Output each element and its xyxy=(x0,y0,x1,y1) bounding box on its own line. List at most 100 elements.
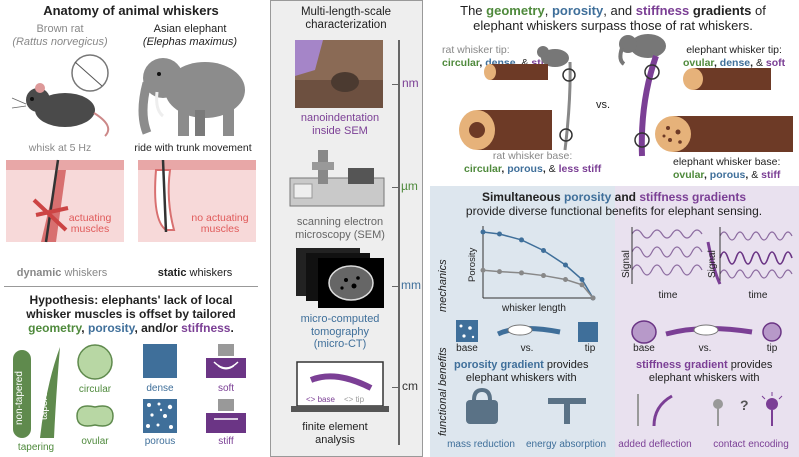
chart-xlabel: whisker length xyxy=(502,303,566,314)
stiffness-gradient-word: stiffness gradient xyxy=(636,359,728,371)
hyp-stiffness: stiffness xyxy=(181,321,231,336)
elephant-base-label: elephant whisker base: ovular, porous, &… xyxy=(673,156,780,181)
micro-ct-label-1: micro-computed xyxy=(300,313,380,325)
ele-tip-sep2: , xyxy=(750,56,754,69)
energy-absorption-icon xyxy=(548,398,586,424)
rat-base-sep1: , xyxy=(501,162,505,175)
rat-bottom-1: dynamic xyxy=(16,267,62,279)
ele-tip-amp: & xyxy=(755,56,763,69)
rb-and: and xyxy=(614,190,636,204)
middle-title-1: Multi-length-scale xyxy=(300,6,392,18)
hypothesis-line-1: Hypothesis: elephants' lack of local xyxy=(29,293,233,307)
rat-muscle-label-2: muscles xyxy=(70,223,110,236)
scale-nm: nm xyxy=(402,76,419,90)
stiffness-benefit-text: stiffness gradient provides elephant whi… xyxy=(636,359,772,385)
rat-tip-w1: circular xyxy=(442,56,480,69)
sem-label-2: microscopy (SEM) xyxy=(295,228,385,241)
rat-base-w2: porous xyxy=(507,162,543,175)
legend-tapered: tapered xyxy=(39,386,50,420)
elephant-skin-section xyxy=(138,159,256,242)
rat-base-heading: rat whisker base: xyxy=(492,150,573,162)
hyp-porosity: porosity xyxy=(87,321,135,336)
ele-tip-sep1: , xyxy=(713,56,717,69)
legend-ovular: ovular xyxy=(81,436,109,447)
tapering-shapes xyxy=(13,347,60,438)
legend-tapering: tapering xyxy=(17,442,55,453)
porosity-chart xyxy=(480,226,596,301)
rat-whisker-base-cylinder xyxy=(459,110,552,150)
ele-base-sep2: , xyxy=(745,168,749,181)
vs-label-top: vs. xyxy=(596,99,611,111)
chart-point-s2-4 xyxy=(541,273,546,279)
ovular-shape xyxy=(76,405,114,427)
right-bottom-title-line-2: provide diverse functional benefits for … xyxy=(465,204,763,219)
fea-laptop-illustration xyxy=(291,361,389,412)
fea-label: finite element analysis xyxy=(302,421,367,446)
stiffness-base-label: base xyxy=(633,343,655,354)
hypothesis-text: Hypothesis: elephants' lack of local whi… xyxy=(26,293,235,335)
elephant-muscle-label-2: muscles xyxy=(200,223,240,236)
middle-title: Multi-length-scale characterization xyxy=(301,6,391,32)
chart-series-line-1 xyxy=(482,231,594,299)
ele-base-sep1: , xyxy=(703,168,707,181)
circular-shape xyxy=(77,344,113,380)
chart-point-s1-3 xyxy=(519,237,524,243)
rat-tip-amp: & xyxy=(521,56,529,69)
legend-porous: porous xyxy=(144,436,176,447)
middle-title-2: characterization xyxy=(305,19,387,32)
elephant-illustration xyxy=(138,58,245,136)
mass-reduction-icon xyxy=(466,387,498,424)
dense-square xyxy=(143,344,177,378)
elephant-whisker-tip-cylinder xyxy=(683,68,771,90)
elephant-bottom-2: whiskers xyxy=(189,267,233,279)
porosity-whiskers-with: elephant whiskers with xyxy=(465,371,577,384)
rat-base-sep2: , xyxy=(542,162,546,175)
contact-encoding-label: contact encoding xyxy=(713,439,789,450)
legend-circular: circular xyxy=(78,384,112,395)
scale-cm: cm xyxy=(402,379,418,393)
nanoindentation-image xyxy=(295,40,383,108)
chart-point-s2-1 xyxy=(480,267,486,273)
porosity-cross-sections xyxy=(456,320,598,342)
nanoindentation-label-1: nanoindentation xyxy=(300,112,380,124)
rat-base-amp: & xyxy=(548,162,556,175)
rat-base-label: rat whisker base: circular, porous, & le… xyxy=(464,150,601,175)
rat-tip-heading: rat whisker tip: xyxy=(442,44,510,56)
stiffness-provides: provides xyxy=(730,359,773,371)
sem-label: scanning electron microscopy (SEM) xyxy=(295,216,385,241)
micro-ct-label-2: tomography xyxy=(310,325,370,338)
chart-point-s1-2 xyxy=(497,231,502,237)
stiffness-cross-sections xyxy=(631,320,782,344)
mechanics-label: mechanics xyxy=(437,259,449,312)
scale-axis xyxy=(398,40,400,445)
functional-benefits-label: functional benefits xyxy=(437,347,449,436)
scale-mm: mm xyxy=(401,278,421,292)
ele-tip-w1: ovular xyxy=(683,56,714,69)
rat-whisker-tip-cylinder xyxy=(484,64,548,80)
hyp-comma: , xyxy=(81,321,85,336)
porosity-provides: provides xyxy=(546,359,589,371)
sem-machine-illustration xyxy=(289,150,385,207)
nanoindentation-label-2: inside SEM xyxy=(312,124,368,137)
chart-point-s2-2 xyxy=(497,269,502,275)
rt-gradients: gradients xyxy=(692,3,752,18)
rb-porosity: porosity xyxy=(563,190,612,204)
scale-tick-nm xyxy=(392,84,400,85)
time-label-left: time xyxy=(658,290,678,301)
elephant-tip-label: elephant whisker tip: ovular, dense, & s… xyxy=(683,44,785,69)
ele-base-w1: ovular xyxy=(673,168,704,181)
ele-tip-w3: soft xyxy=(765,56,786,69)
elephant-bottom-1: static xyxy=(157,267,187,279)
time-label-right: time xyxy=(748,290,768,301)
rat-bottom-label: dynamic whiskers xyxy=(16,267,108,280)
small-rat-icon xyxy=(537,46,569,67)
rat-name: Brown rat xyxy=(36,23,84,35)
hyp-period: . xyxy=(230,321,234,336)
chart-point-s2-5 xyxy=(563,277,568,283)
rat-illustration xyxy=(11,54,110,137)
rt-stiffness: stiffness xyxy=(635,3,690,18)
rt-the: The xyxy=(460,3,483,18)
elephant-bottom-label: static whiskers xyxy=(157,267,233,280)
left-divider xyxy=(4,286,258,287)
signal-label-right: Signal xyxy=(707,250,718,278)
